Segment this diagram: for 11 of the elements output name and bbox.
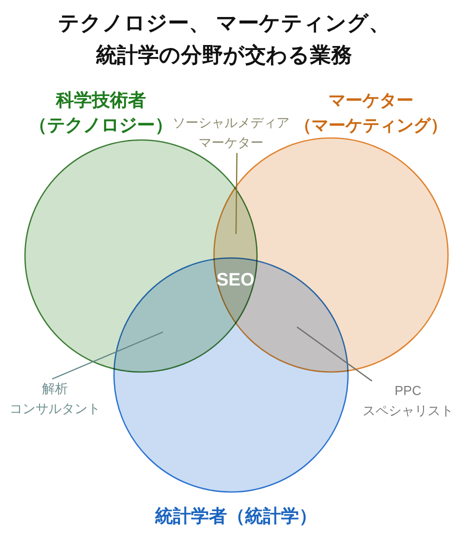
leader-line xyxy=(296,326,372,382)
circle-heading: マーケター（マーケティング） xyxy=(294,90,448,137)
circle-heading: 科学技術者（テクノロジー） xyxy=(28,89,174,137)
diagram-title: テクノロジー、 マーケティング、統計学の分野が交わる業務 xyxy=(58,11,390,69)
leader-line xyxy=(235,153,238,234)
callout-label: ソーシャルメディアマーケター xyxy=(172,113,290,153)
callout-label: 解析コンサルタント xyxy=(8,379,102,419)
leader-line xyxy=(52,331,164,380)
region-label: SEO xyxy=(216,269,254,290)
circle-heading: 統計学者（統計学） xyxy=(154,505,318,528)
callout-label: PPCスペシャリスト xyxy=(360,381,456,421)
